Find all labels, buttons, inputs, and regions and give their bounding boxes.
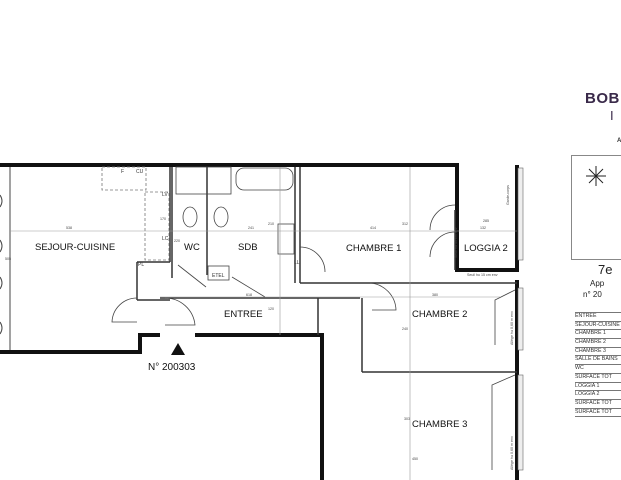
dim-sdb-w: 241 [248, 226, 254, 230]
dimension-lines [10, 167, 517, 480]
surface-table: ENTREE SEJOUR-CUISINE CHAMBRE 1 CHAMBRE … [575, 312, 621, 418]
exterior-wall [0, 163, 519, 272]
table-row: SURFACE TOT [575, 374, 621, 383]
fixture-cu: CU [136, 169, 144, 175]
table-row: LOGGIA 2 [575, 391, 621, 400]
table-row: SURFACE TOT [575, 400, 621, 409]
panel-subtitle: I [610, 108, 614, 123]
entry-triangle-icon [171, 343, 185, 355]
panel-appt: App [590, 279, 605, 288]
table-row: WC [575, 365, 621, 374]
room-label-sejour: SEJOUR-CUISINE [35, 242, 115, 253]
apartment-number: N° 200303 [148, 362, 196, 373]
dim-sdb-h: 210 [268, 222, 274, 226]
room-label-chambre2: CHAMBRE 2 [412, 309, 467, 320]
table-row: SEJOUR-CUISINE [575, 322, 621, 331]
panel-title: BOB [585, 90, 620, 107]
note-seuil-1: Seuil hu 15 cm env [454, 227, 458, 258]
kitchen-units [101, 166, 170, 261]
compass-box [571, 155, 621, 260]
dim-loggia-h: 285 [483, 219, 489, 223]
table-row: CHAMBRE 2 [575, 339, 621, 348]
dim-sejour-h: 505 [5, 257, 11, 261]
dim-ch2-w: 380 [432, 293, 438, 297]
dim-entree-w: 618 [246, 293, 252, 297]
table-row: LOGGIA 1 [575, 383, 621, 392]
note-garde-corps: Garde-corps [506, 185, 510, 205]
dim-entree-h: 120 [268, 307, 274, 311]
interior-walls [136, 167, 517, 373]
fixture-etel: ETEL [212, 273, 225, 279]
panel-number: n° 20 [583, 290, 602, 299]
exterior-wall-entry [195, 333, 324, 480]
fixture-f: F [121, 169, 124, 175]
table-row: SURFACE TOT [575, 409, 621, 418]
dim-ch3-w: 450 [412, 457, 418, 461]
railings [517, 167, 524, 471]
table-row: CHAMBRE 3 [575, 348, 621, 357]
panel-label-a: A [617, 138, 621, 144]
dim-sejour-w: 538 [66, 226, 72, 230]
dim-loggia-w: 132 [480, 226, 486, 230]
table-row: CHAMBRE 1 [575, 330, 621, 340]
doors [111, 204, 516, 470]
compass-star-icon [586, 166, 606, 186]
dim-ch1-w: 414 [370, 226, 376, 230]
exterior-wall-bottom [0, 333, 160, 354]
table-row: ENTREE [575, 312, 621, 322]
dim-kitchen: 170 [160, 217, 166, 221]
room-label-entree: ENTREE [224, 309, 263, 320]
room-label-chambre3: CHAMBRE 3 [412, 419, 467, 430]
fixture-lv: LV [162, 192, 168, 198]
note-allege-1: Allège hu 0,60 m env [510, 311, 514, 345]
note-allege-2: Allège hu 0,60 m env [510, 436, 514, 470]
windows-left [0, 167, 11, 350]
panel-floor: 7e [598, 262, 613, 277]
room-label-sdb: SDB [238, 242, 258, 253]
dim-ch3-h: 303 [404, 417, 410, 421]
info-panel: BOB I A 7e App n° 20 ENTREE SEJOUR-CUISI… [560, 0, 621, 480]
dim-ch2-h: 240 [402, 327, 408, 331]
room-label-wc: WC [184, 242, 200, 253]
fixture-lc: LC [162, 236, 169, 242]
room-label-chambre1: CHAMBRE 1 [346, 243, 401, 254]
fixture-ll: LL [294, 260, 300, 266]
table-row: SALLE DE BAINS [575, 356, 621, 366]
note-seuil-2: Seuil hu 15 cm env [467, 273, 498, 277]
dim-ch1-h: 312 [402, 222, 408, 226]
sanitary-fixtures [175, 166, 295, 281]
room-label-loggia2: LOGGIA 2 [464, 243, 508, 254]
dim-wc: 220 [174, 239, 180, 243]
fixture-pl: PL [138, 262, 144, 268]
